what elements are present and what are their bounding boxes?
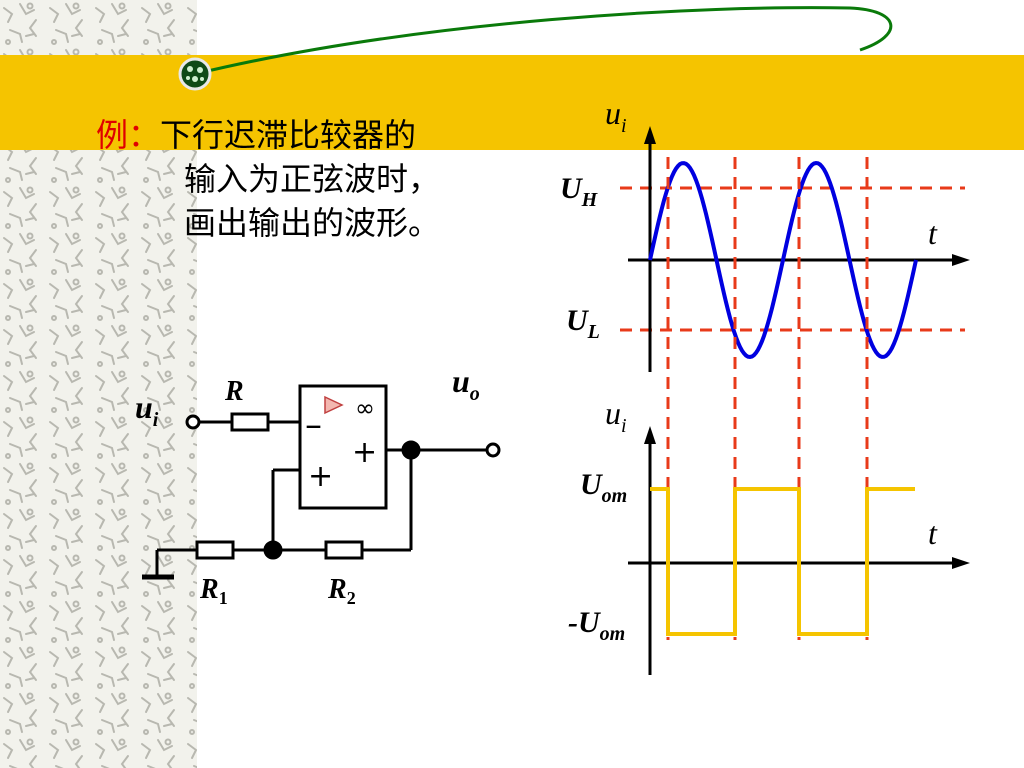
upper-x-arrow-icon <box>952 254 970 266</box>
upper-y-arrow-icon <box>644 126 656 144</box>
neg-uom-label: -Uom <box>568 606 625 645</box>
output-terminal <box>485 442 501 458</box>
upper-y-label: ui <box>605 95 627 137</box>
transition-markers <box>666 157 869 640</box>
lower-plot: ui t Uom -Uom <box>568 395 970 675</box>
text-line-3: 画出输出的波形。 <box>184 204 441 242</box>
example-label: 例： <box>96 116 161 154</box>
resistor-r-label: R <box>224 376 244 407</box>
circuit-diagram <box>142 384 501 580</box>
opamp-plus-out: + <box>352 435 377 470</box>
title-band <box>0 55 1024 150</box>
resistor-r1-label: R1 <box>199 574 228 608</box>
text-line-1: 例：下行迟滞比较器的 <box>96 116 417 154</box>
resistor-r <box>230 412 270 432</box>
uom-label: Uom <box>580 468 627 507</box>
lower-x-label: t <box>928 515 938 551</box>
example-text: 例：下行迟滞比较器的 输入为正弦波时， 画出输出的波形。 <box>96 113 516 245</box>
input-sine-wave <box>648 160 918 360</box>
op-amp-triangle-icon <box>324 395 344 415</box>
ul-label: UL <box>566 304 600 343</box>
input-terminal <box>185 414 201 430</box>
upper-x-label: t <box>928 215 938 251</box>
bead-icon <box>178 57 212 91</box>
op-amp-box <box>298 384 388 510</box>
decorative-arc <box>194 6 893 76</box>
opamp-minus: – <box>305 405 322 445</box>
output-square-wave <box>650 487 915 636</box>
text-line-2: 输入为正弦波时， <box>184 160 441 198</box>
opamp-plus-in: + <box>308 459 333 494</box>
opamp-infinity: ∞ <box>355 394 375 422</box>
lower-y-label: ui <box>605 395 627 437</box>
resistor-r2 <box>324 540 364 560</box>
uh-label: UH <box>560 172 599 211</box>
resistor-r2-label: R2 <box>327 574 356 608</box>
upper-plot: ui t UH UL <box>560 95 970 372</box>
resistor-r1 <box>195 540 235 560</box>
input-label: ui <box>135 389 159 431</box>
lower-y-arrow-icon <box>644 426 656 444</box>
lower-x-arrow-icon <box>952 557 970 569</box>
output-label: uo <box>452 363 480 405</box>
